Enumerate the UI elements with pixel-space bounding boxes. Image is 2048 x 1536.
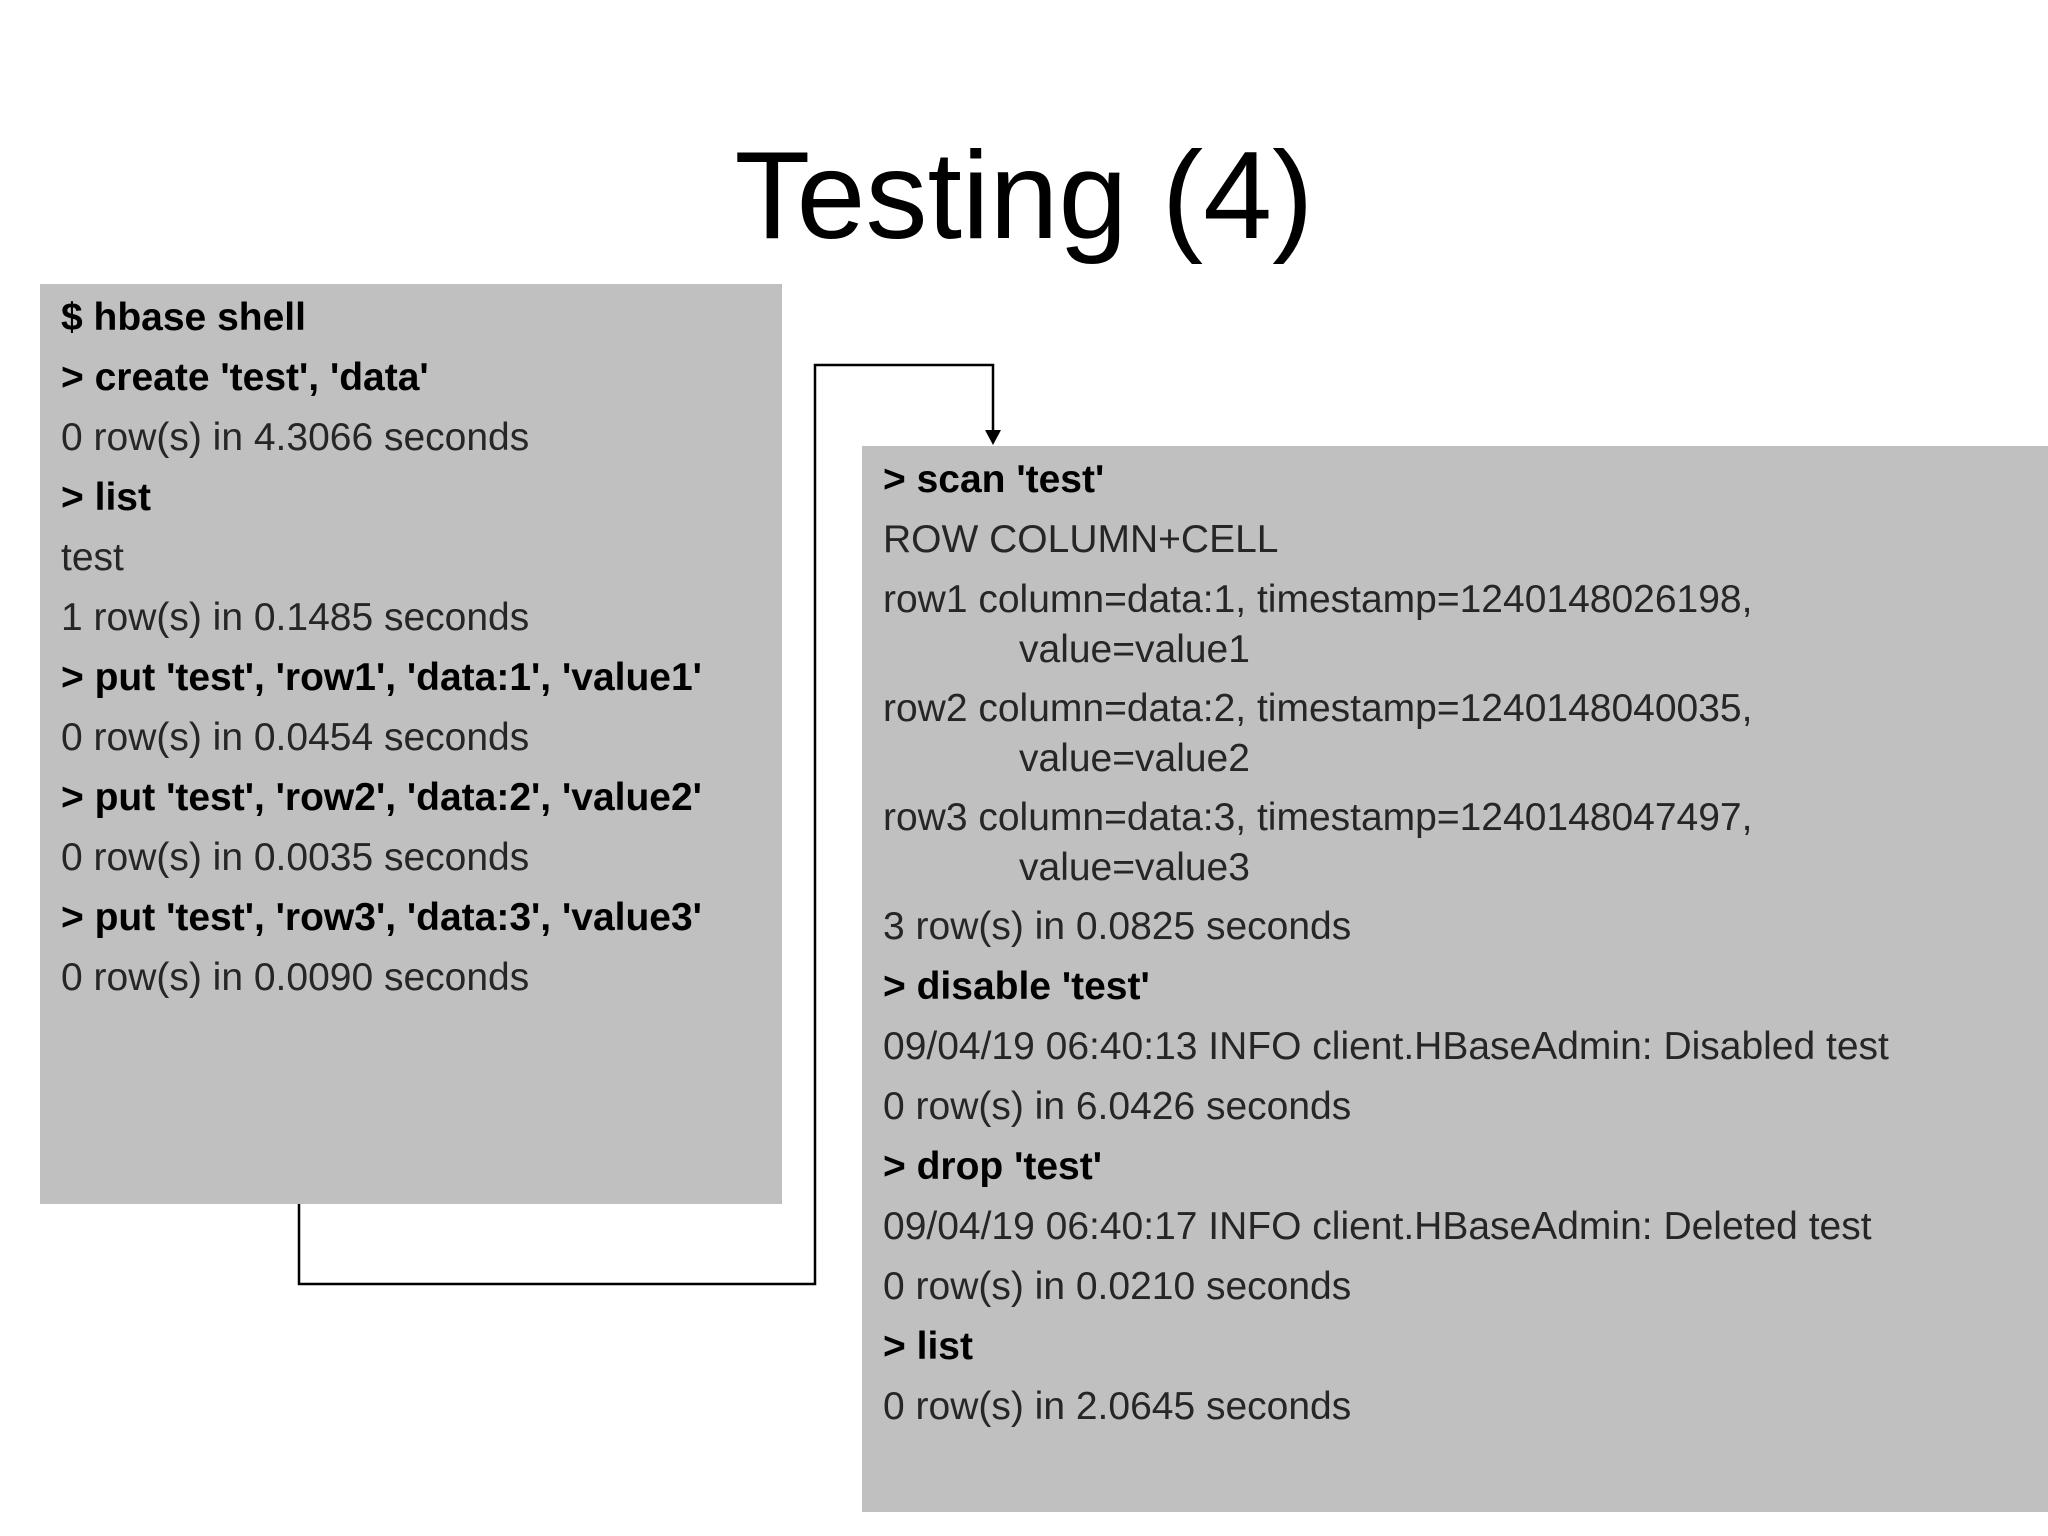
shell-command-line: > drop 'test' [883, 1145, 1102, 1188]
shell-output-line: 0 row(s) in 0.0210 seconds [883, 1265, 1352, 1308]
shell-command-line: > create 'test', 'data' [61, 356, 429, 399]
shell-command-line: $ hbase shell [61, 296, 306, 339]
shell-output-line: 1 row(s) in 0.1485 seconds [61, 596, 530, 639]
shell-output-line: row3 column=data:3, timestamp=1240148047… [883, 796, 1753, 839]
shell-output-line: test [61, 536, 124, 579]
shell-output-line: 0 row(s) in 0.0035 seconds [61, 836, 530, 879]
shell-command-line: > put 'test', 'row2', 'data:2', 'value2' [61, 776, 702, 819]
shell-command-line: > list [61, 476, 151, 519]
shell-output-line: row1 column=data:1, timestamp=1240148026… [883, 578, 1753, 621]
shell-session-panel-left: $ hbase shell > create 'test', 'data' 0 ro… [40, 284, 782, 1204]
shell-output-line: value=value2 [1019, 737, 1250, 780]
shell-command-line: > disable 'test' [883, 965, 1150, 1008]
shell-output-line: value=value3 [1019, 846, 1250, 889]
shell-output-line: 3 row(s) in 0.0825 seconds [883, 905, 1352, 948]
shell-output-line: 09/04/19 06:40:17 INFO client.HBaseAdmin… [883, 1205, 1872, 1248]
shell-output-line: 0 row(s) in 2.0645 seconds [883, 1385, 1352, 1428]
shell-command-line: > scan 'test' [883, 458, 1105, 501]
shell-output-line: 0 row(s) in 4.3066 seconds [61, 416, 530, 459]
shell-output-line: 0 row(s) in 0.0090 seconds [61, 956, 530, 999]
shell-output-line: 0 row(s) in 6.0426 seconds [883, 1085, 1352, 1128]
shell-command-line: > put 'test', 'row1', 'data:1', 'value1' [61, 656, 702, 699]
shell-output-line: 09/04/19 06:40:13 INFO client.HBaseAdmin… [883, 1025, 1889, 1068]
shell-output-line: value=value1 [1019, 628, 1250, 671]
shell-output-line: ROW COLUMN+CELL [883, 518, 1279, 561]
connector-arrowhead [985, 430, 1001, 445]
shell-session-panel-right: > scan 'test' ROW COLUMN+CELL row1 column=… [862, 446, 2048, 1512]
shell-command-line: > put 'test', 'row3', 'data:3', 'value3' [61, 896, 702, 939]
shell-command-line: > list [883, 1325, 973, 1368]
shell-output-line: 0 row(s) in 0.0454 seconds [61, 716, 530, 759]
slide-title: Testing (4) [734, 127, 1314, 265]
shell-output-line: row2 column=data:2, timestamp=1240148040… [883, 687, 1753, 730]
